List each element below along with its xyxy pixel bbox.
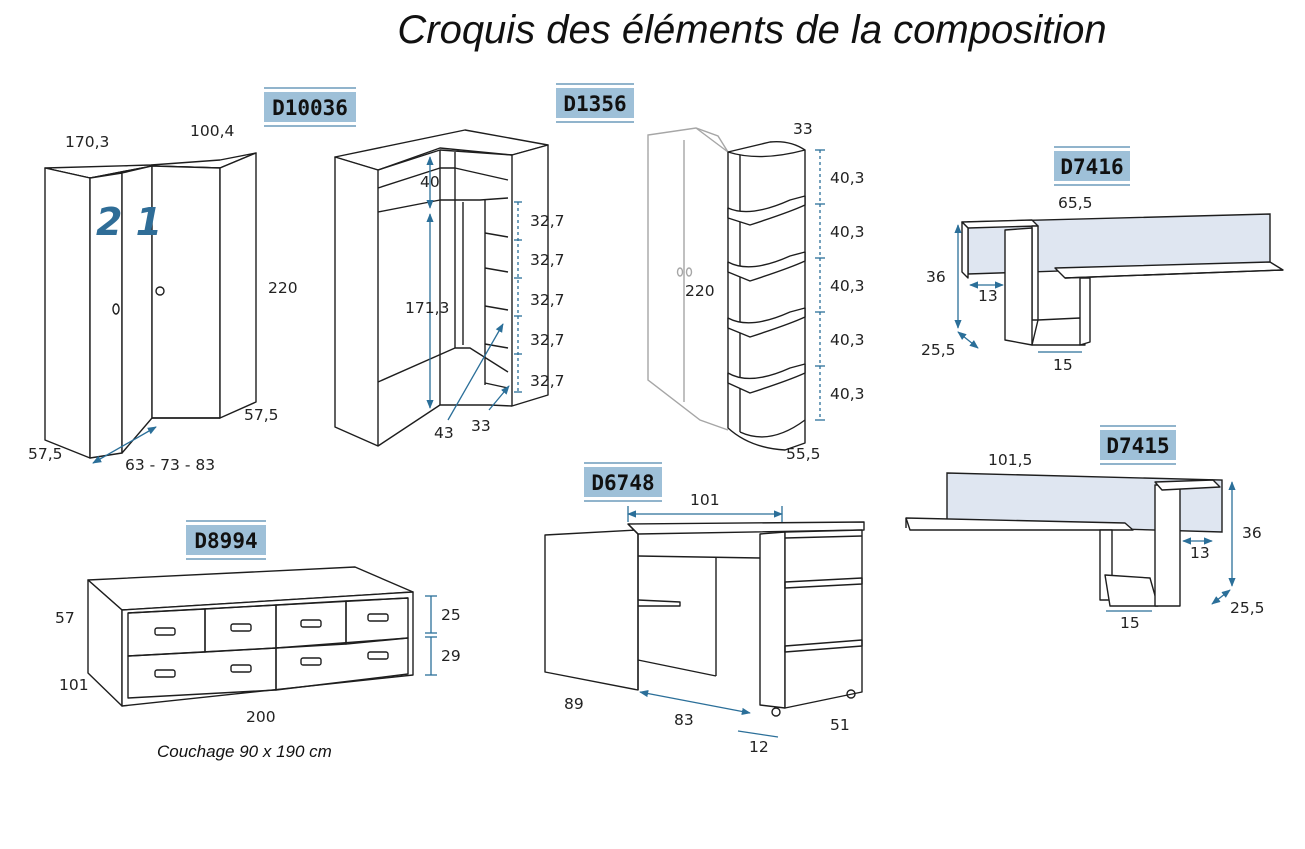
desk-unit: D6748 101 89 83 12 51: [544, 462, 865, 756]
corner-shelf-unit: D1356 33 220 55,5 40,3 40,3 40,3 40,3: [556, 83, 865, 463]
dim-height: 36: [1242, 524, 1262, 542]
dim-depth-left: 57,5: [28, 445, 63, 463]
dim-width: 65,5: [1058, 194, 1093, 212]
code-badge-bg: [1100, 430, 1176, 460]
dim-shelf-5: 32,7: [530, 372, 565, 390]
dim-depth-right: 57,5: [244, 406, 279, 424]
dim-width: 101: [690, 491, 720, 509]
wardrobe-corner-interior: 40 171,3 32,7 32,7 32,7 32,7 32,7 43 33: [334, 129, 565, 447]
dim-height: 220: [268, 279, 298, 297]
dim-depth: 25,5: [921, 341, 956, 359]
code-badge: D1356: [563, 92, 626, 116]
dim-shelf-2: 40,3: [830, 223, 865, 241]
dim-top: 33: [793, 120, 813, 138]
dim-inner: 13: [1190, 544, 1210, 562]
code-badge: D8994: [194, 529, 257, 553]
dim-drawer-top: 25: [441, 606, 461, 624]
dim-inner: 13: [978, 287, 998, 305]
dim-bottom-a: 43: [434, 424, 454, 442]
dim-shelf-1: 32,7: [530, 212, 565, 230]
dim-width-top: 170,3: [65, 133, 109, 151]
dim-width-options: 63 - 73 - 83: [125, 456, 215, 474]
dim-length: 200: [246, 708, 276, 726]
dim-hanging: 171,3: [405, 299, 449, 317]
dim-side: 51: [830, 716, 850, 734]
page-title: Croquis des éléments de la composition: [397, 8, 1106, 52]
desk-shelf-left: D7415 101,5 36 13 25,5 15: [905, 425, 1265, 632]
dim-shelf-3: 32,7: [530, 291, 565, 309]
dim-depth-top: 100,4: [190, 122, 234, 140]
dim-height: 36: [926, 268, 946, 286]
code-badge: D7416: [1060, 155, 1123, 179]
dim-height: 220: [685, 282, 715, 300]
dim-gap: 12: [749, 738, 769, 756]
code-badge-bg: [264, 92, 356, 122]
shelf-spacing-dims: 32,7 32,7 32,7 32,7 32,7: [514, 201, 565, 393]
wardrobe-corner-exterior: D10036 2 1 170,3 100,4 220 57,5 57,5 63 …: [28, 87, 356, 474]
dim-shelf-4: 40,3: [830, 331, 865, 349]
code-badge-bg: [584, 467, 662, 497]
dim-drawer-bottom: 29: [441, 647, 461, 665]
dim-depth: 25,5: [1230, 599, 1265, 617]
code-badge-bg: [556, 88, 634, 118]
dim-height: 57: [55, 609, 75, 627]
dim-base: 15: [1120, 614, 1140, 632]
dim-depth: 83: [674, 711, 694, 729]
code-badge-bg: [186, 525, 266, 555]
dim-depth: 101: [59, 676, 89, 694]
code-badge: D6748: [591, 471, 654, 495]
dim-shelf-5: 40,3: [830, 385, 865, 403]
dim-shelf-4: 32,7: [530, 331, 565, 349]
desk-shelf-right: D7416 65,5 36 13 25,5 15: [921, 146, 1284, 374]
code-badge: D10036: [272, 96, 348, 120]
dim-height: 89: [564, 695, 584, 713]
dim-top-shelf: 40: [420, 173, 440, 191]
code-badge-bg: [1054, 151, 1130, 181]
dim-shelf-3: 40,3: [830, 277, 865, 295]
shelf-height-dims: 40,3 40,3 40,3 40,3 40,3: [815, 149, 865, 421]
dim-base: 55,5: [786, 445, 821, 463]
code-badge: D7415: [1106, 434, 1169, 458]
dim-shelf-2: 32,7: [530, 251, 565, 269]
handwritten-number: 2 1: [96, 200, 162, 244]
dim-width: 101,5: [988, 451, 1032, 469]
bed-drawers: D8994 57 101 200 25 29 Couchage 90 x 190…: [55, 520, 461, 761]
dim-base: 15: [1053, 356, 1073, 374]
bed-note: Couchage 90 x 190 cm: [157, 742, 332, 761]
dim-shelf-1: 40,3: [830, 169, 865, 187]
dim-bottom-b: 33: [471, 417, 491, 435]
